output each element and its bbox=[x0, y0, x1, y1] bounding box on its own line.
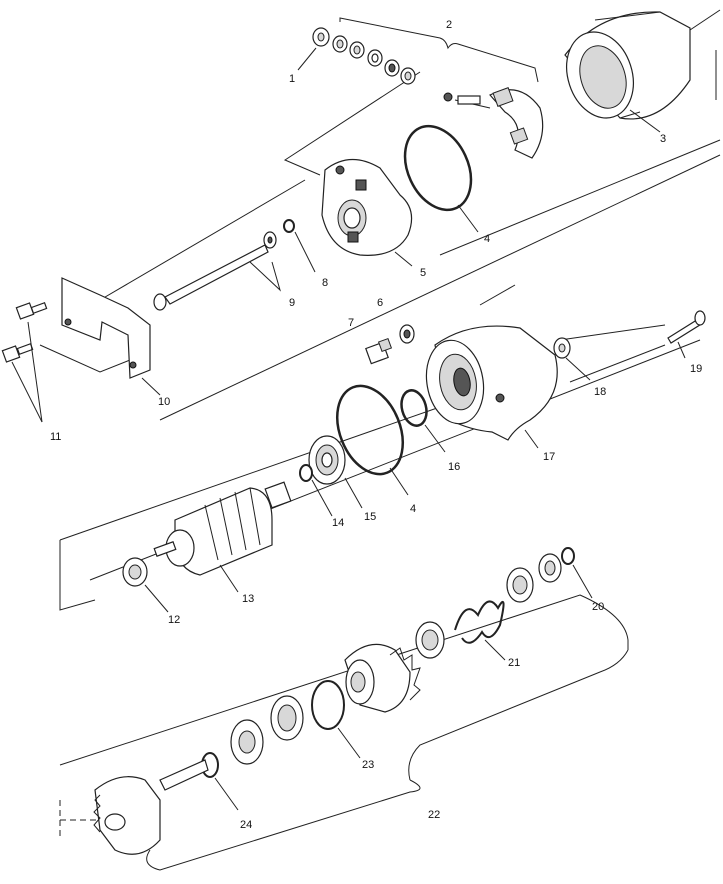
part-4-o-ring-lower bbox=[336, 384, 409, 496]
part-21-spring bbox=[415, 600, 506, 661]
label-14: 14 bbox=[332, 517, 344, 529]
label-4-lower: 4 bbox=[410, 503, 416, 515]
label-2: 2 bbox=[446, 19, 452, 31]
part-19-bolt bbox=[667, 310, 706, 359]
part-11-bolts bbox=[1, 302, 48, 423]
label-12: 12 bbox=[168, 614, 180, 626]
label-3: 3 bbox=[660, 133, 666, 145]
part-13-armature bbox=[153, 481, 292, 593]
label-10: 10 bbox=[158, 396, 170, 408]
label-13: 13 bbox=[242, 593, 254, 605]
part-14-snap-ring bbox=[299, 464, 333, 517]
label-5: 5 bbox=[420, 267, 426, 279]
label-16: 16 bbox=[448, 461, 460, 473]
part-7-screw bbox=[365, 337, 393, 365]
label-6: 6 bbox=[377, 297, 383, 309]
label-24: 24 bbox=[240, 819, 252, 831]
part-5-end-cover bbox=[321, 158, 413, 267]
part-23-ring bbox=[311, 680, 361, 759]
label-19: 19 bbox=[690, 363, 702, 375]
part-10-bracket bbox=[61, 277, 161, 396]
part-labels: 1 2 3 4 5 6 7 8 9 10 11 12 13 14 15 4 16… bbox=[50, 19, 702, 831]
label-15: 15 bbox=[364, 511, 376, 523]
label-1: 1 bbox=[289, 73, 295, 85]
stop-collar bbox=[230, 695, 304, 765]
part-17-front-housing bbox=[425, 325, 558, 449]
part-6-washer bbox=[399, 324, 415, 344]
label-11: 11 bbox=[50, 431, 61, 443]
label-17: 17 bbox=[543, 451, 555, 463]
part-20-snap-ring bbox=[506, 547, 593, 603]
label-7: 7 bbox=[348, 317, 354, 329]
label-8: 8 bbox=[322, 277, 328, 289]
part-15-bearing bbox=[308, 435, 363, 509]
group-outline-lines bbox=[39, 9, 721, 871]
label-20: 20 bbox=[592, 601, 604, 613]
part-9-through-bolt bbox=[153, 231, 277, 311]
part-3-yoke-housing bbox=[564, 11, 691, 133]
label-21: 21 bbox=[508, 657, 520, 669]
label-9: 9 bbox=[289, 297, 295, 309]
part-24-snap-ring bbox=[201, 752, 239, 811]
part-1-nut bbox=[297, 27, 330, 71]
part-16-o-ring bbox=[400, 389, 446, 453]
pinion-shaft-gear bbox=[93, 759, 209, 855]
label-23: 23 bbox=[362, 759, 374, 771]
label-4-upper: 4 bbox=[484, 233, 490, 245]
label-18: 18 bbox=[594, 386, 606, 398]
part-2-washer-set bbox=[332, 35, 416, 85]
part-18-washer bbox=[553, 337, 591, 381]
brush-holder-assembly bbox=[443, 87, 544, 159]
part-8-small-o-ring bbox=[283, 219, 316, 273]
clutch-pinion bbox=[344, 643, 421, 713]
part-4-o-ring-upper bbox=[403, 124, 479, 233]
part-12-bushing bbox=[122, 557, 169, 613]
label-22: 22 bbox=[428, 809, 440, 821]
